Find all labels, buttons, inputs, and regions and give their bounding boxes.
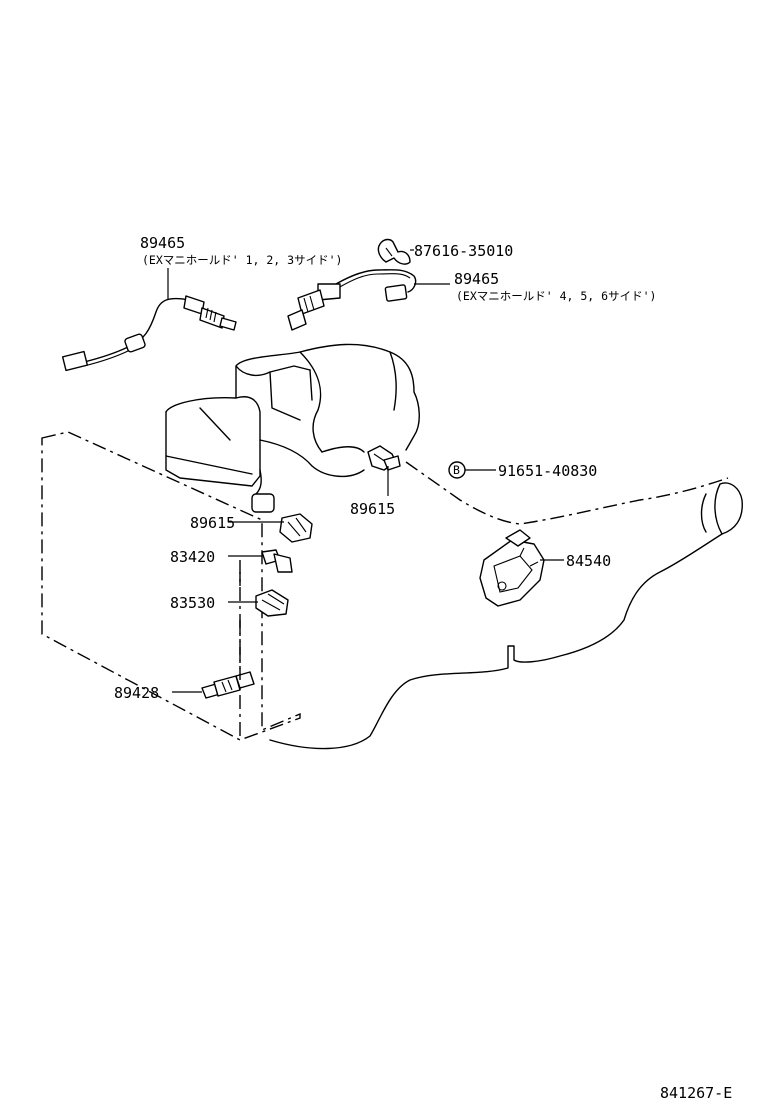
water-temp-sensor xyxy=(201,671,255,699)
oil-pressure-switch xyxy=(261,549,293,573)
figure-code: 841267-E xyxy=(660,1084,732,1102)
label-87616-35010: 87616-35010 xyxy=(414,242,513,260)
label-89615-left: 89615 xyxy=(190,514,235,532)
clamp-part xyxy=(377,238,411,265)
label-89465-right: 89465 xyxy=(454,270,499,288)
note-89465-left: (EXマニホールド' 1, 2, 3サイド') xyxy=(142,253,342,267)
temp-sensor-left xyxy=(279,513,313,543)
engine-block-outline xyxy=(165,343,420,513)
label-83530: 83530 xyxy=(170,594,215,612)
throttle-sensor xyxy=(479,529,545,607)
temp-sensor-center xyxy=(367,445,401,471)
label-89428: 89428 xyxy=(114,684,159,702)
label-89615-center: 89615 xyxy=(350,500,395,518)
label-89465-left: 89465 xyxy=(140,234,185,252)
note-89465-right: (EXマニホールド' 4, 5, 6サイド') xyxy=(456,289,656,303)
temp-switch xyxy=(255,589,289,617)
oxygen-sensor-right xyxy=(287,269,417,331)
transmission-outline xyxy=(269,461,743,750)
label-84540: 84540 xyxy=(566,552,611,570)
bolt-letter: B xyxy=(453,463,460,477)
label-91651-40830: 91651-40830 xyxy=(498,462,597,480)
leader-lines xyxy=(167,249,564,693)
label-83420: 83420 xyxy=(170,548,215,566)
oxygen-sensor-left xyxy=(61,295,237,372)
